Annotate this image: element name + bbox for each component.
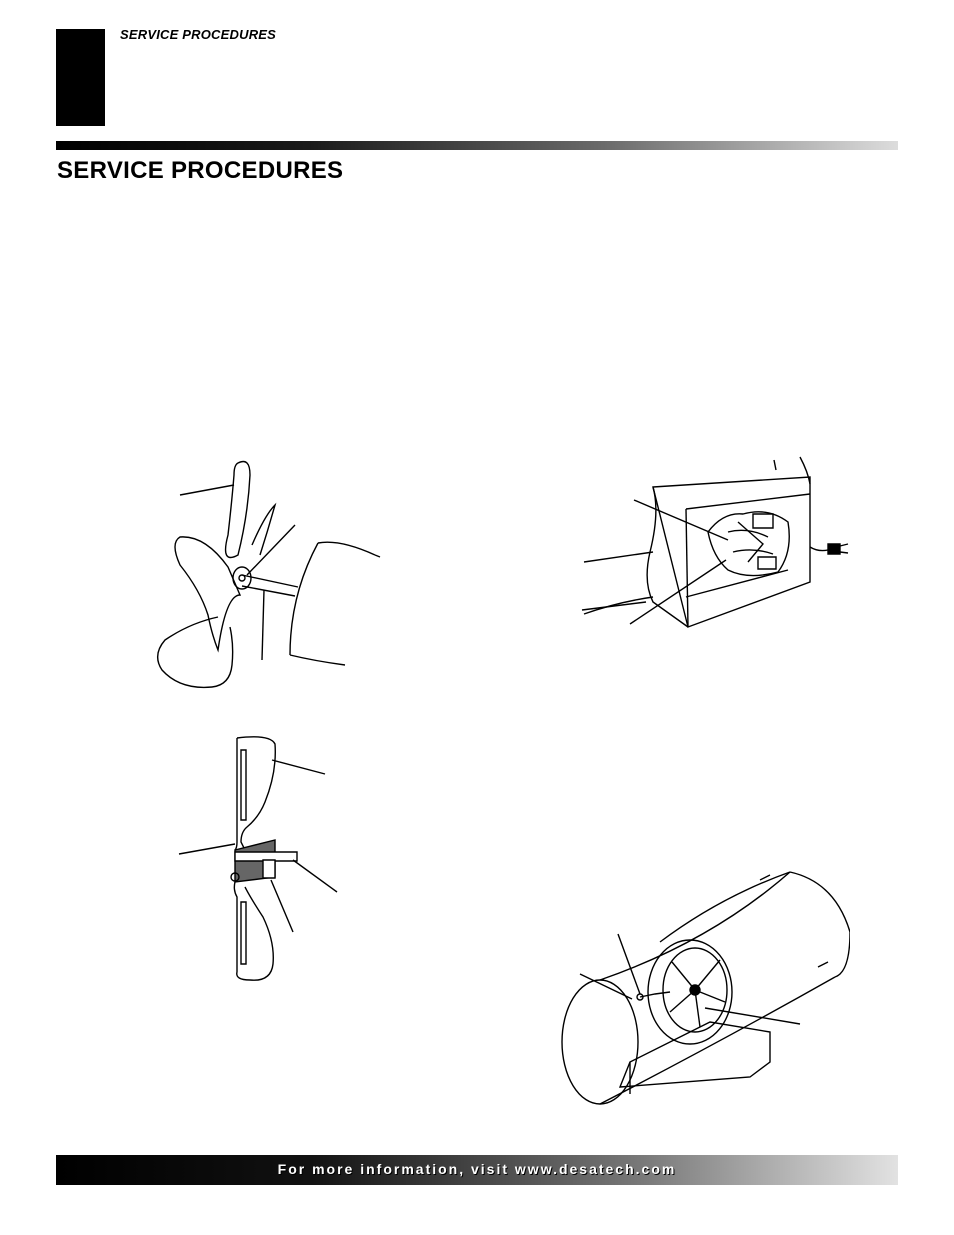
page-tab-block xyxy=(56,29,105,126)
header-rule xyxy=(56,141,898,150)
burner-cylinder-figure xyxy=(560,862,850,1122)
fan-on-shaft-figure xyxy=(150,455,390,695)
footer-website-text: For more information, visit www.desatech… xyxy=(277,1161,677,1177)
running-head: SERVICE PROCEDURES xyxy=(120,27,277,42)
blade-cross-section-figure xyxy=(175,732,350,987)
control-box-figure xyxy=(578,452,863,642)
footer-banner: For more information, visit www.desatech… xyxy=(56,1155,898,1185)
section-title: SERVICE PROCEDURES xyxy=(57,157,344,184)
